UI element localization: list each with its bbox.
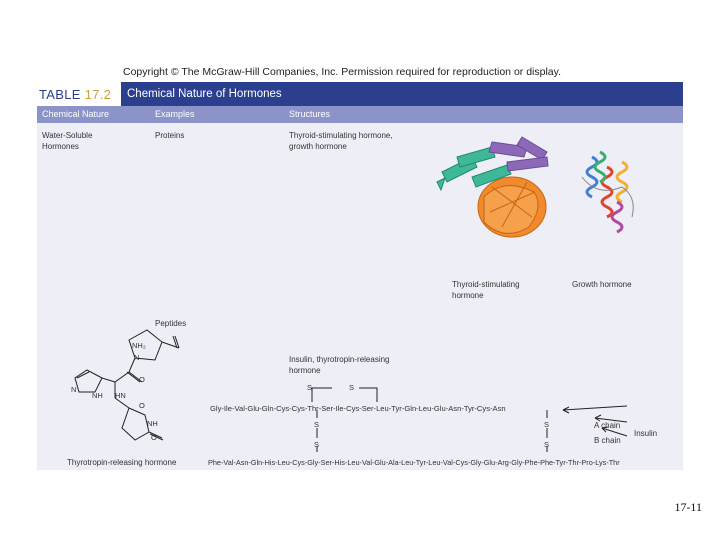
nature-line-1: Water-Soluble [42, 131, 93, 140]
trh-label-n1: N [134, 353, 140, 362]
b-chain-label: B chain [594, 436, 621, 445]
hormone-table: TABLE 17.2 Chemical Nature of Hormones C… [37, 82, 683, 470]
trh-label-nh2: NH₂ [132, 341, 146, 350]
table-label-number: 17.2 [84, 87, 112, 102]
nature-cell: Water-Soluble Hormones [42, 130, 92, 152]
table-label: TABLE 17.2 [37, 82, 121, 106]
tsh-caption: Thyroid-stimulating hormone [452, 279, 520, 301]
s-label-b1: S [314, 420, 320, 429]
trh-caption: Thyrotropin-releasing hormone [67, 458, 177, 467]
peptide-structures-cell: Insulin, thyrotropin-releasing hormone [289, 354, 390, 376]
insulin-label: Insulin [634, 429, 658, 438]
table-title-bar: TABLE 17.2 Chemical Nature of Hormones [37, 82, 683, 106]
header-chemical-nature: Chemical Nature [42, 109, 110, 119]
table-header-row: Chemical Nature Examples Structures [37, 106, 683, 123]
trh-label-nh: NH [92, 391, 103, 400]
insulin-b-chain-sequence: Phe-Val-Asn-Gln-His-Leu-Cys-Gly-Ser-His-… [208, 458, 620, 467]
tsh-structure-image [436, 136, 549, 238]
insulin-disulfide-bonds [311, 387, 628, 452]
example-proteins: Proteins [155, 131, 185, 140]
page-number: 17-11 [674, 500, 702, 514]
trh-label-hn: HN [115, 391, 126, 400]
copyright-notice: Copyright © The McGraw-Hill Companies, I… [123, 66, 562, 78]
s-label-b2: S [314, 440, 320, 449]
header-examples: Examples [155, 109, 195, 119]
tsh-caption-line-1: Thyroid-stimulating [452, 280, 520, 289]
example-peptides: Peptides [155, 319, 187, 328]
peptide-struct-line-2: hormone [289, 366, 321, 375]
trh-label-n2: N [71, 385, 77, 394]
protein-struct-line-1: Thyroid-stimulating hormone, [289, 131, 393, 140]
insulin-a-chain-sequence: Gly-Ile-Val-Glu-Gln-Cys-Cys-Thr-Ser-Ile-… [210, 404, 506, 413]
table-title: Chemical Nature of Hormones [127, 88, 282, 100]
s-label-a1: S [307, 383, 313, 392]
growth-hormone-structure-image [581, 150, 634, 234]
tsh-caption-line-2: hormone [452, 291, 484, 300]
gh-caption: Growth hormone [572, 280, 632, 289]
header-structures: Structures [289, 109, 331, 119]
s-label-b4: S [544, 440, 550, 449]
trh-label-o3: O [151, 433, 157, 442]
peptide-struct-line-1: Insulin, thyrotropin-releasing [289, 355, 390, 364]
nature-line-2: Hormones [42, 142, 79, 151]
trh-label-nh3: NH [147, 419, 158, 428]
s-label-a2: S [349, 383, 355, 392]
trh-label-o2: O [139, 401, 145, 410]
protein-structures-cell: Thyroid-stimulating hormone, growth horm… [289, 130, 393, 152]
trh-label-o1: O [139, 375, 145, 384]
a-chain-label: A chain [594, 421, 621, 430]
table-label-prefix: TABLE [39, 87, 81, 102]
trh-chemical-structure [74, 329, 180, 441]
s-label-b3: S [544, 420, 550, 429]
protein-struct-line-2: growth hormone [289, 142, 347, 151]
